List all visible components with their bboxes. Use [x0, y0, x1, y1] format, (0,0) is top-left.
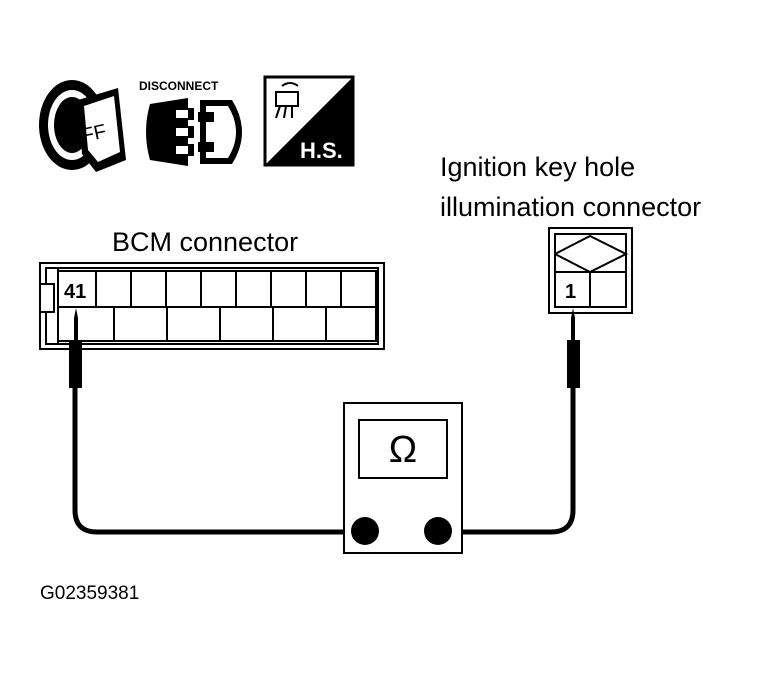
right-probe — [567, 308, 580, 388]
meter-terminal-right — [424, 517, 452, 545]
disconnect-label: DISCONNECT — [139, 79, 219, 93]
left-probe — [69, 308, 82, 388]
meter-terminal-left — [351, 517, 379, 545]
bcm-connector — [39, 262, 385, 350]
ignition-off-icon: OFF — [39, 80, 126, 172]
bcm-connector-title: BCM connector — [112, 227, 298, 257]
ohm-symbol: Ω — [389, 429, 417, 471]
ohmmeter — [343, 402, 463, 554]
harness-hs-label: H.S. — [300, 138, 343, 163]
key-hole-title-line1: Ignition key hole — [440, 152, 635, 182]
bcm-pin-41-label: 41 — [64, 281, 86, 303]
harness-hs-icon: H.S. — [263, 75, 355, 167]
figure-code: G02359381 — [40, 583, 139, 604]
right-test-lead — [438, 388, 576, 535]
key-hole-pin-1-label: 1 — [565, 281, 576, 303]
disconnect-icon: DISCONNECT — [139, 79, 242, 166]
left-test-lead — [72, 388, 365, 535]
key-hole-title-line2: illumination connector — [440, 192, 701, 222]
key-hole-connector — [548, 227, 633, 314]
